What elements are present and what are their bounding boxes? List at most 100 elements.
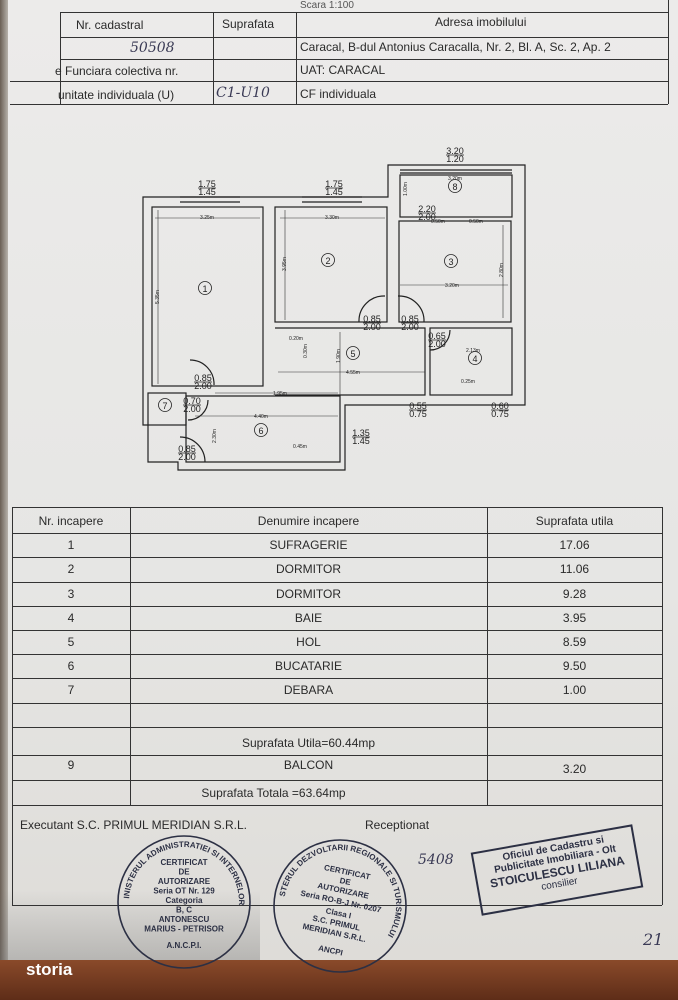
opening-dimension-top: 0.85 xyxy=(363,314,381,324)
opening-dimension-top: 0.60 xyxy=(491,401,509,411)
opening-dimension-bottom: 1.45 xyxy=(198,187,216,197)
stamp1-line: DE xyxy=(178,868,190,877)
room-label: 7 xyxy=(162,401,167,411)
dimension-label: 2.80m xyxy=(499,263,505,277)
room-area: 9.50 xyxy=(562,659,587,673)
opening-dimension-bottom: 2.00 xyxy=(418,212,436,222)
shadow xyxy=(0,890,260,960)
cf-individuala: CF individuala xyxy=(300,87,377,101)
opening-dimension-bottom: 1.45 xyxy=(325,187,343,197)
room-number: 5 xyxy=(67,635,75,649)
opening-dimension-top: 0.70 xyxy=(183,396,201,406)
room-name: DORMITOR xyxy=(275,587,342,601)
opening-dimension-bottom: 2.00 xyxy=(401,322,419,332)
room-number: 4 xyxy=(67,611,75,625)
dimension-label: 3.20m xyxy=(448,176,462,182)
scale-text: Scara 1:100 xyxy=(300,0,354,11)
dimension-label: 0.20m xyxy=(289,336,303,342)
dimension-label: 0.30m xyxy=(303,344,309,358)
dimension-label: 4.40m xyxy=(254,414,268,420)
room-name: BALCON xyxy=(283,758,334,772)
room-label: 3 xyxy=(448,257,453,267)
dimension-label: 0.50m xyxy=(469,219,483,225)
dimension-label: 2.30m xyxy=(212,429,218,443)
col-cadastral: Nr. cadastral xyxy=(76,18,144,32)
room-name: HOL xyxy=(296,635,321,649)
opening-dimension-bottom: 2.00 xyxy=(363,322,381,332)
storia-logo: storia xyxy=(26,960,73,979)
table-header: Suprafata utila xyxy=(535,514,614,528)
row-cf-colectiva: e Funciara colectiva nr. xyxy=(55,64,179,78)
stamp-primul-meridian: MINISTERUL DEZVOLTARII REGIONALE SI TURI… xyxy=(266,818,417,973)
stamp1-line: AUTORIZARE xyxy=(158,877,211,886)
opening-dimension-bottom: 2.00 xyxy=(178,452,196,462)
handwritten-number: 5408 xyxy=(418,852,454,868)
room-marker xyxy=(444,254,458,268)
dimension-label: 2.13m xyxy=(466,348,480,354)
document-page xyxy=(8,0,678,965)
walls xyxy=(142,164,526,471)
room-area: 11.06 xyxy=(559,562,590,576)
dimension-label: 1.95m xyxy=(273,391,287,397)
stamp1-line: B, C xyxy=(176,906,192,915)
stamp1-line: MARIUS - PETRISOR xyxy=(144,925,224,934)
cadastral-number: 50508 xyxy=(130,40,175,56)
executant: Executant S.C. PRIMUL MERIDIAN S.R.L. xyxy=(20,818,247,832)
opening-dimension-bottom: 1.45 xyxy=(352,436,370,446)
dimension-label: 3.95m xyxy=(282,257,288,271)
room-area: 1.00 xyxy=(562,683,587,697)
opening-dimension-top: 1.35 xyxy=(352,428,370,438)
table-header: Nr. incapere xyxy=(38,514,104,528)
room-marker xyxy=(321,253,335,267)
address: Caracal, B-dul Antonius Caracalla, Nr. 2… xyxy=(300,40,611,54)
room-area: 9.28 xyxy=(562,587,587,601)
util-total: Suprafata Utila=60.44mp xyxy=(241,736,376,750)
opening-dimension-top: 1.75 xyxy=(198,179,216,189)
dimension-lines xyxy=(155,210,508,417)
dimension-label: 5.35m xyxy=(155,290,161,304)
room-label: 1 xyxy=(202,284,207,294)
room-label: 2 xyxy=(325,256,330,266)
uat: UAT: CARACAL xyxy=(300,63,386,77)
dimension-label: 0.50m xyxy=(431,219,445,225)
opening-dimension-bottom: 0.75 xyxy=(491,409,509,419)
opening-dimension-bottom: 2.00 xyxy=(183,404,201,414)
room-number: 6 xyxy=(67,659,75,673)
room-name: SUFRAGERIE xyxy=(269,538,348,552)
opening-dimension-top: 0.85 xyxy=(401,314,419,324)
dimension-label: 3.25m xyxy=(200,215,214,221)
row-unitate: unitate individuala (U) xyxy=(58,88,175,102)
total-area: Suprafata Totala =63.64mp xyxy=(201,786,346,800)
room-marker xyxy=(254,423,268,437)
opening-dimension-top: 0.85 xyxy=(194,373,212,383)
room-area: 3.95 xyxy=(562,611,587,625)
opening-dimension-top: 2.20 xyxy=(418,204,436,214)
room-marker xyxy=(448,179,462,193)
dimension-label: 0.45m xyxy=(293,444,307,450)
col-suprafata: Suprafata xyxy=(222,17,275,31)
room-label: 6 xyxy=(258,426,263,436)
room-name: DORMITOR xyxy=(275,562,342,576)
room-number: 1 xyxy=(67,538,75,552)
dimension-label: 3.30m xyxy=(325,215,339,221)
room-label: 4 xyxy=(472,354,477,364)
room-name: BUCATARIE xyxy=(275,659,342,673)
opening-dimension-top: 0.85 xyxy=(178,444,196,454)
opening-dimension-top: 3.20 xyxy=(446,146,464,156)
room-area: 8.59 xyxy=(562,635,587,649)
opening-dimension-top: 0.55 xyxy=(409,401,427,411)
room-area: 3.20 xyxy=(562,762,587,776)
room-marker xyxy=(468,351,482,365)
opening-dimension-bottom: 0.75 xyxy=(409,409,427,419)
room-label: 8 xyxy=(452,182,457,192)
stamp1-line: Categoria xyxy=(166,896,203,905)
opening-dimension-bottom: 1.20 xyxy=(446,154,464,164)
receptionat: Receptionat xyxy=(365,818,430,832)
background-floor xyxy=(0,960,678,1000)
page-number: 21 xyxy=(643,930,664,949)
dimension-label: 1.90m xyxy=(336,349,342,363)
dimension-label: 1.00m xyxy=(403,182,409,196)
room-number: 9 xyxy=(67,758,75,772)
stamp2-line: DE xyxy=(339,876,352,887)
